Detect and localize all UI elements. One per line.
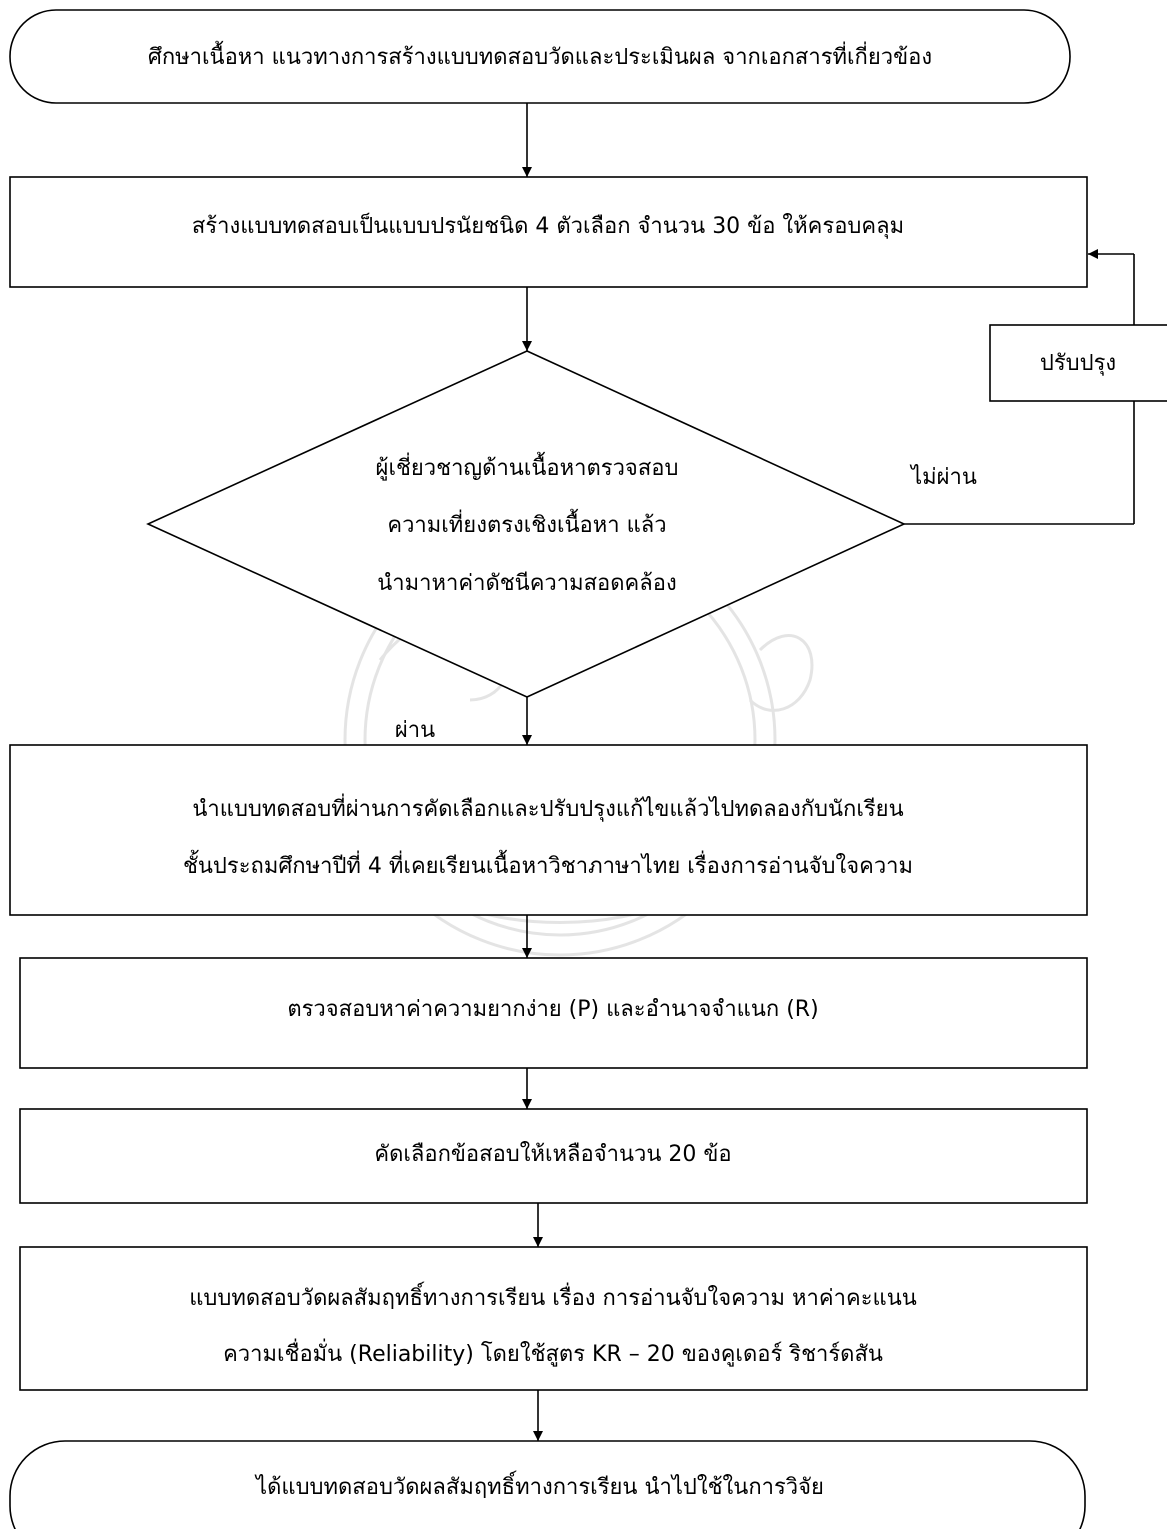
connectors [522, 103, 1135, 1441]
step-reliability-line2: ความเชื่อมั่น (Reliability) โดยใช้สูตร K… [223, 1338, 883, 1367]
step-reliability-line1: แบบทดสอบวัดผลสัมฤทธิ์ทางการเรียน เรื่อง … [189, 1282, 917, 1311]
decision-text-line3: นำมาหาค่าดัชนีความสอดคล้อง [377, 571, 676, 596]
expert-review-decision [146, 350, 906, 698]
end-terminator [9, 1440, 1086, 1529]
step-select-items-box [19, 1108, 1088, 1204]
pass-label: ผ่าน [395, 718, 435, 743]
end-text: ได้แบบทดสอบวัดผลสัมฤทธิ์ทางการเรียน นำไป… [254, 1471, 824, 1500]
decision-text-line2: ความเที่ยงตรงเชิงเนื้อหา แล้ว [387, 509, 666, 538]
step-tryout-line2: ชั้นประถมศึกษาปีที่ 4 ที่เคยเรียนเนื้อหา… [183, 850, 913, 879]
step-tryout-box [9, 744, 1088, 916]
step-reliability-box [19, 1246, 1088, 1391]
step-difficulty-text: ตรวจสอบหาค่าความยากง่าย (P) และอำนาจจำแน… [287, 997, 818, 1022]
start-text: ศึกษาเนื้อหา แนวทางการสร้างแบบทดสอบวัดแล… [148, 41, 932, 70]
step-select-items-text: คัดเลือกข้อสอบให้เหลือจำนวน 20 ข้อ [374, 1141, 731, 1167]
decision-text-line1: ผู้เชี่ยวชาญด้านเนื้อหาตรวจสอบ [376, 452, 679, 481]
improve-box [989, 324, 1167, 402]
fail-label: ไม่ผ่าน [909, 464, 977, 490]
start-terminator [9, 9, 1071, 104]
step-create-test-text: สร้างแบบทดสอบเป็นแบบปรนัยชนิด 4 ตัวเลือก… [192, 211, 904, 239]
step-difficulty-box [19, 957, 1088, 1069]
improve-text: ปรับปรุง [1040, 351, 1116, 376]
step-tryout-line1: นำแบบทดสอบที่ผ่านการคัดเลือกและปรับปรุงแ… [192, 793, 903, 822]
step-create-test-box [9, 176, 1088, 288]
